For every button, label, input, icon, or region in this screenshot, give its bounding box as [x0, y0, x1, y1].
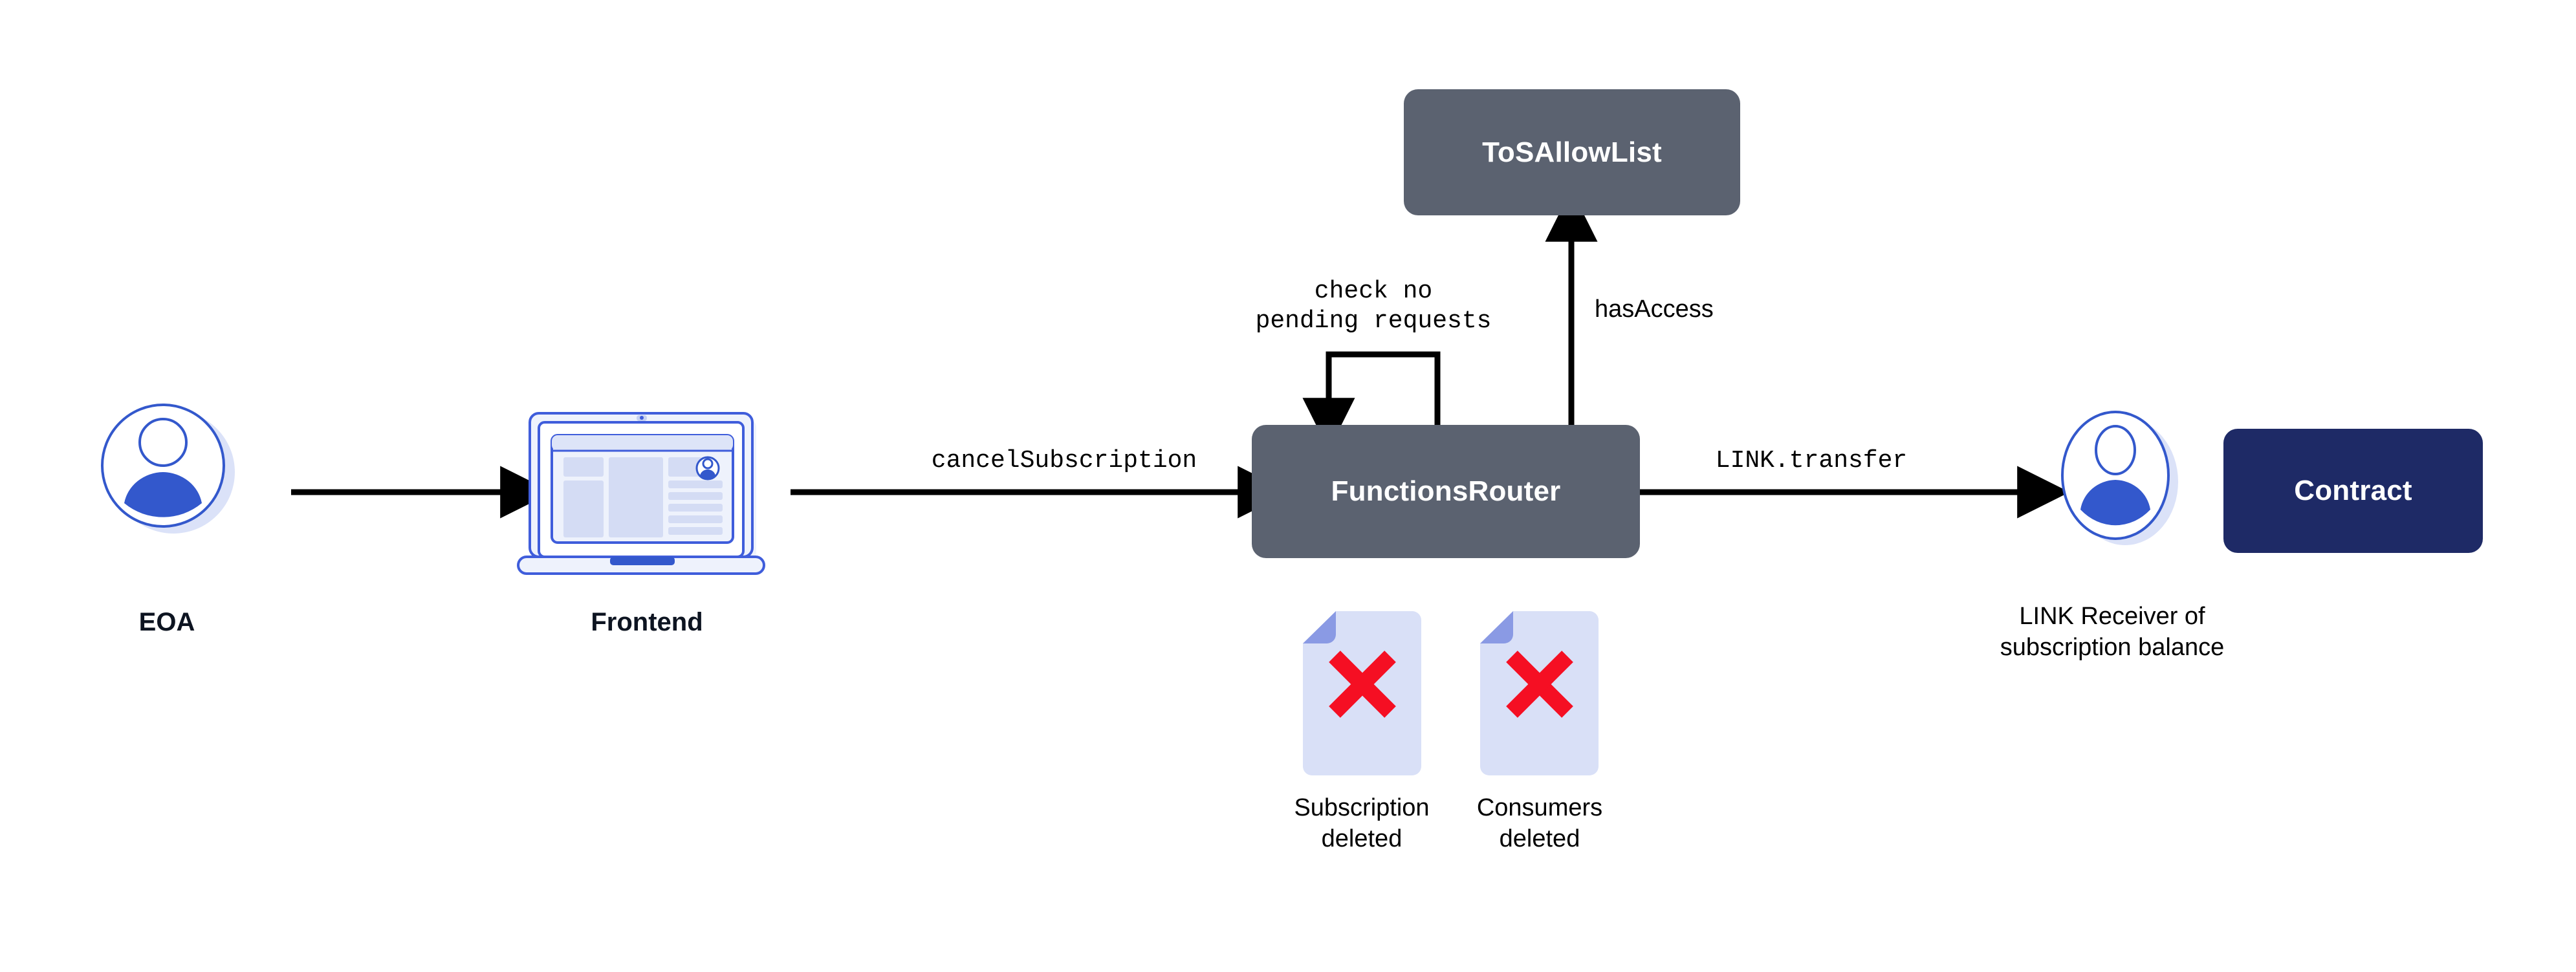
node-tos-allow-list[interactable]: ToSAllowList [1404, 89, 1740, 215]
node-contract[interactable]: Contract [2223, 429, 2483, 553]
document-x-icon [1303, 611, 1421, 775]
laptop-icon [517, 412, 765, 575]
node-functions-router[interactable]: FunctionsRouter [1252, 425, 1640, 558]
doc-subscription-deleted [1302, 611, 1422, 776]
edge-label-link-transfer: LINK.transfer [1715, 447, 1908, 475]
eoa-avatar [91, 396, 246, 545]
edge-label-check-no-pending-requests: check no pending requests [1255, 277, 1492, 336]
doc-consumers-deleted-caption: Consumers deleted [1476, 794, 1603, 852]
link-receiver-avatar [2044, 409, 2193, 548]
doc-subscription-deleted-caption: Subscription deleted [1294, 794, 1430, 852]
frontend-caption: Frontend [591, 608, 703, 636]
edge-label-has-access: hasAccess [1595, 296, 1714, 323]
frontend-laptop [514, 404, 786, 579]
document-x-icon [1480, 611, 1599, 775]
node-tos-allow-list-label: ToSAllowList [1482, 136, 1662, 168]
link-receiver-avatar-icon [2061, 411, 2178, 545]
node-functions-router-label: FunctionsRouter [1331, 475, 1561, 507]
link-receiver-caption: LINK Receiver of subscription balance [2000, 603, 2225, 661]
node-contract-label: Contract [2294, 475, 2412, 506]
doc-consumers-deleted [1479, 611, 1599, 776]
arrow-router-self-loop [1302, 351, 1441, 451]
eoa-avatar-icon [101, 404, 235, 534]
edge-label-cancel-subscription: cancelSubscription [931, 447, 1197, 475]
eoa-caption: EOA [138, 608, 195, 636]
